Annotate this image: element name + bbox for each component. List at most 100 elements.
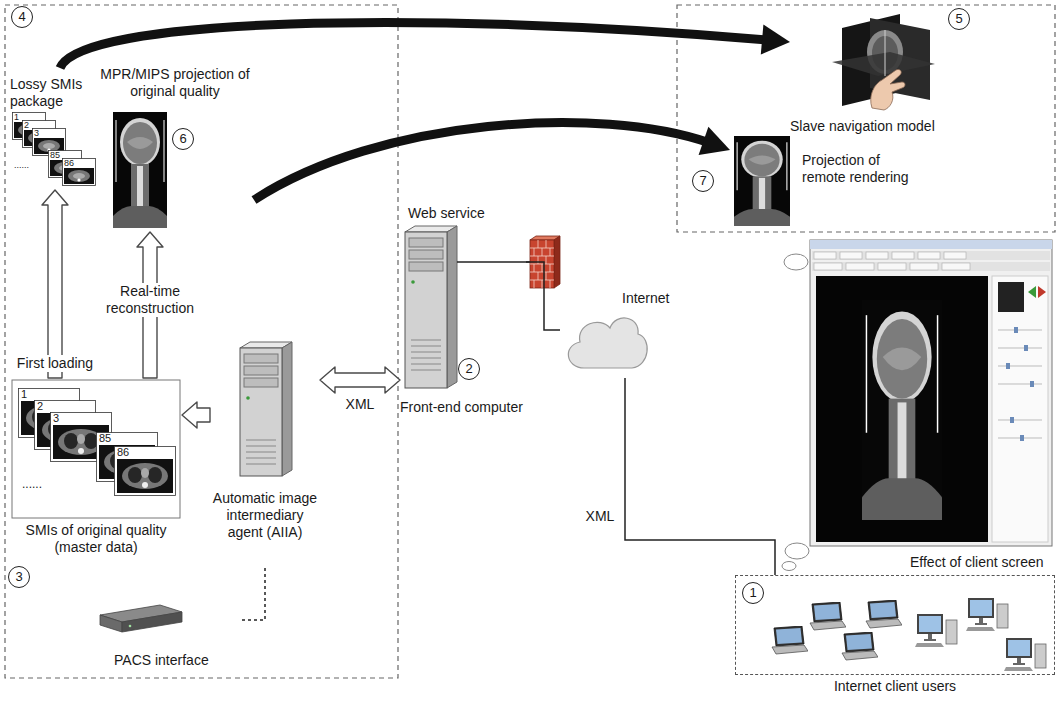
arrow-head: [761, 25, 790, 55]
rendering-projection: Projection of remote rendering: [730, 134, 945, 229]
client-screenshot: [782, 240, 1052, 571]
slice-number: 85: [99, 432, 111, 444]
client-screenshot: [1010, 417, 1014, 423]
server-icon: [246, 452, 276, 453]
node-caption: Lossy SMIs package: [10, 76, 96, 110]
network-wire: [457, 262, 530, 263]
client-screenshot: [1014, 327, 1018, 333]
node-caption: Slave navigation model: [790, 118, 935, 135]
firewall-icon: [546, 240, 547, 248]
pacs-device: [129, 625, 132, 628]
client-screenshot: [814, 263, 842, 270]
firewall-icon: [530, 240, 554, 288]
slice-number: 86: [64, 158, 74, 168]
node-caption: Automatic image intermediary agent (AIIA…: [210, 490, 320, 541]
client-group: Internet client users: [735, 575, 1055, 697]
server-icon: [409, 262, 443, 271]
client-screenshot: [840, 252, 862, 259]
client-computers: [1004, 638, 1046, 671]
server-icon: [240, 342, 292, 476]
server-icon: [244, 378, 278, 387]
client-screenshot: [782, 562, 796, 571]
bold-arrow: [254, 123, 709, 200]
remote-projection-image: [734, 136, 790, 226]
callout-number: 1: [742, 582, 764, 604]
master-slice-stack: [115, 447, 176, 496]
internet-cloud: Internet: [560, 290, 678, 378]
lossy-slice-stack: [13, 113, 96, 186]
server-icon: [405, 226, 457, 388]
client-computers: [772, 626, 808, 654]
projection-image: MPR/MIPS projection of original quality: [96, 66, 254, 232]
slice-number: 2: [37, 400, 43, 412]
client-screenshot: [1006, 363, 1010, 369]
client-screenshot: [998, 384, 1042, 385]
firewall-icon: [542, 280, 543, 288]
dashed-region: [5, 5, 1055, 678]
server-icon: [411, 280, 415, 284]
edge-label: Real-time reconstruction: [94, 283, 206, 317]
server-icon: [282, 342, 292, 476]
navigation-model-image: [832, 14, 935, 110]
server-icon: [409, 238, 443, 247]
connector: [320, 367, 400, 393]
node-caption: Internet client users: [735, 678, 1055, 695]
callout-number: 4: [11, 6, 33, 28]
slice-number: 3: [34, 128, 39, 138]
callout-number: 5: [948, 8, 970, 30]
server-icon: [246, 440, 276, 441]
client-screenshot: [910, 263, 938, 270]
firewall-icon: [542, 264, 543, 272]
client-screenshot: [992, 276, 1048, 542]
firewall-icon: [550, 280, 551, 288]
master-slice-stack: [12, 380, 180, 518]
server-icon: [244, 354, 278, 363]
connector: [42, 190, 68, 378]
client-computers: [810, 602, 846, 630]
client-screenshot: [814, 252, 836, 259]
client-screenshot: [812, 262, 1050, 271]
server-icon: [411, 370, 441, 371]
server-icon: [411, 364, 441, 365]
client-screenshot: [878, 263, 906, 270]
mpr-image: [113, 112, 167, 228]
client-computers: [966, 598, 1008, 631]
node-caption: Projection of remote rendering: [802, 152, 920, 186]
server-agent: Automatic image intermediary agent (AIIA…: [210, 340, 320, 565]
master-slice-stack: [12, 380, 180, 518]
client-screenshot: [944, 252, 966, 259]
client-screenshot: [942, 263, 970, 270]
hollow-arrow: [320, 367, 400, 393]
firewall-icon: [534, 280, 535, 288]
image-stack: Lossy SMIs package: [8, 68, 98, 190]
connector: [526, 262, 560, 330]
client-screenshot: [816, 276, 988, 542]
client-screenshot: [866, 252, 888, 259]
slice-number: 1: [21, 388, 27, 400]
node-caption: PACS interface: [114, 652, 209, 669]
hollow-arrow: [182, 402, 210, 428]
firewall-icon: [546, 256, 547, 264]
server-icon: [447, 226, 457, 388]
client-screenshot: [1020, 435, 1024, 441]
firewall-icon: [550, 264, 551, 272]
client-screenshot: [862, 300, 942, 520]
arrow-head: [699, 127, 730, 155]
client-screenshot: [812, 251, 1050, 260]
web-server: Web serviceFront-end computer: [400, 205, 526, 417]
firewall-icon: [538, 256, 539, 264]
client-screenshot: [784, 254, 808, 270]
slice-number: 2: [24, 120, 29, 130]
client-computers: [842, 632, 878, 660]
server-icon: [411, 346, 441, 347]
firewall-icon: [538, 240, 539, 248]
firewall-icon: [546, 272, 547, 280]
callout-number: 2: [458, 358, 480, 380]
pacs-device: [100, 605, 182, 632]
firewall-icon: [550, 248, 551, 256]
slice-number: 3: [53, 412, 59, 424]
navigation-model-image: [871, 69, 905, 110]
